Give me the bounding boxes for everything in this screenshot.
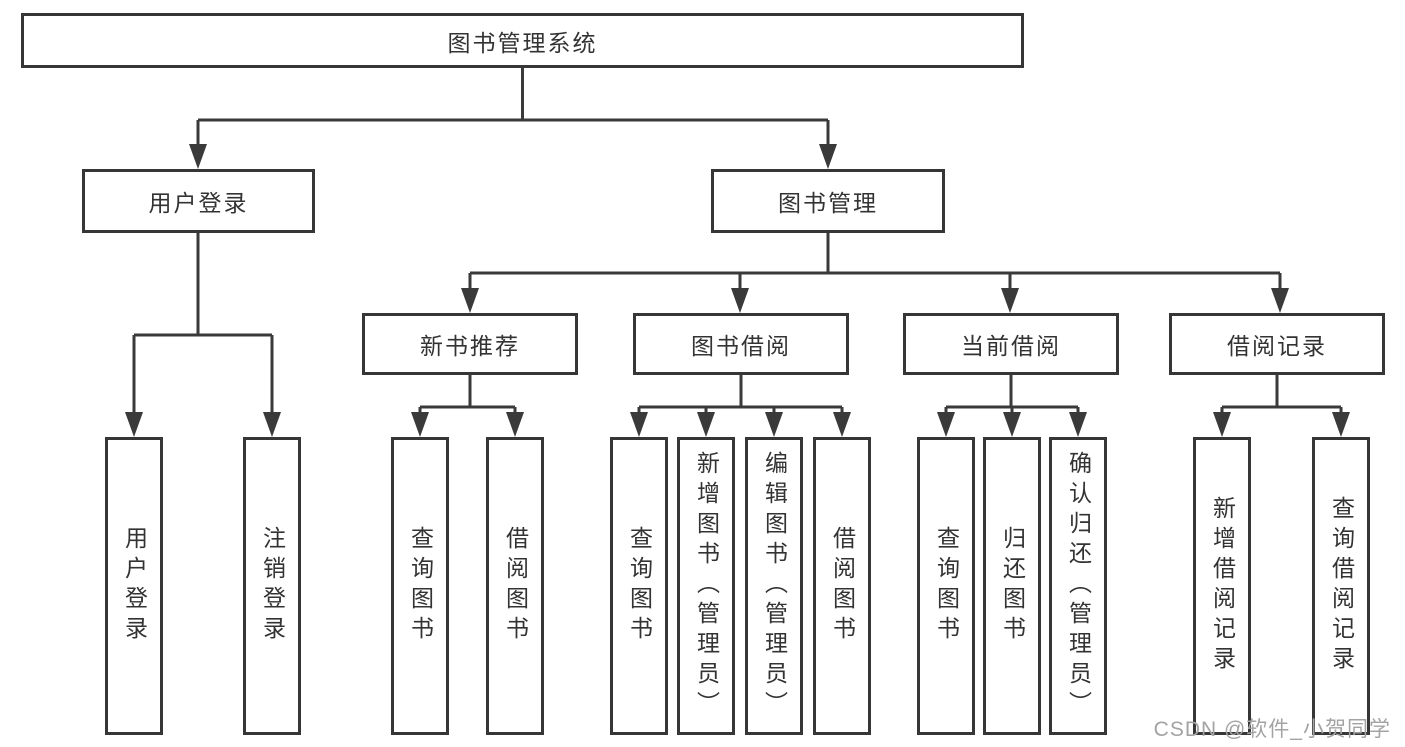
leaf-user-login: 用户登录 — [105, 437, 163, 735]
leaf-return-book: 归还图书 — [983, 437, 1041, 735]
leaf-query-books-current: 查询图书 — [917, 437, 975, 735]
leaf-borrow-books-newrec: 借阅图书 — [486, 437, 544, 735]
leaf-logout: 注销登录 — [243, 437, 301, 735]
wire-current-borrow-children — [937, 375, 1087, 437]
csdn-watermark: CSDN @软件_小贺同学 — [1153, 718, 1391, 741]
wire-root-to-level2 — [189, 68, 837, 169]
leaf-query-books-borrow: 查询图书 — [610, 437, 668, 735]
leaf-add-book-admin: 新增图书（管理员） — [677, 437, 735, 735]
node-borrow-records: 借阅记录 — [1169, 313, 1385, 375]
leaf-confirm-return-admin: 确认归还（管理员） — [1049, 437, 1107, 735]
node-new-book-recommend: 新书推荐 — [362, 313, 578, 375]
node-current-borrow: 当前借阅 — [903, 313, 1119, 375]
wire-book-borrow-children — [630, 375, 851, 437]
wire-borrow-records-children — [1213, 375, 1350, 437]
node-book-borrow: 图书借阅 — [633, 313, 849, 375]
leaf-add-borrow-record: 新增借阅记录 — [1193, 437, 1251, 735]
wire-book-mgmt-children — [461, 233, 1289, 313]
leaf-borrow-books-borrow: 借阅图书 — [813, 437, 871, 735]
node-book-management: 图书管理 — [711, 169, 945, 233]
wire-user-login-children — [125, 233, 281, 437]
node-user-login: 用户登录 — [82, 169, 315, 233]
node-root: 图书管理系统 — [21, 13, 1024, 68]
leaf-query-borrow-record: 查询借阅记录 — [1312, 437, 1370, 735]
wire-new-book-rec-children — [411, 375, 524, 437]
leaf-edit-book-admin: 编辑图书（管理员） — [745, 437, 803, 735]
leaf-query-books-newrec: 查询图书 — [391, 437, 449, 735]
